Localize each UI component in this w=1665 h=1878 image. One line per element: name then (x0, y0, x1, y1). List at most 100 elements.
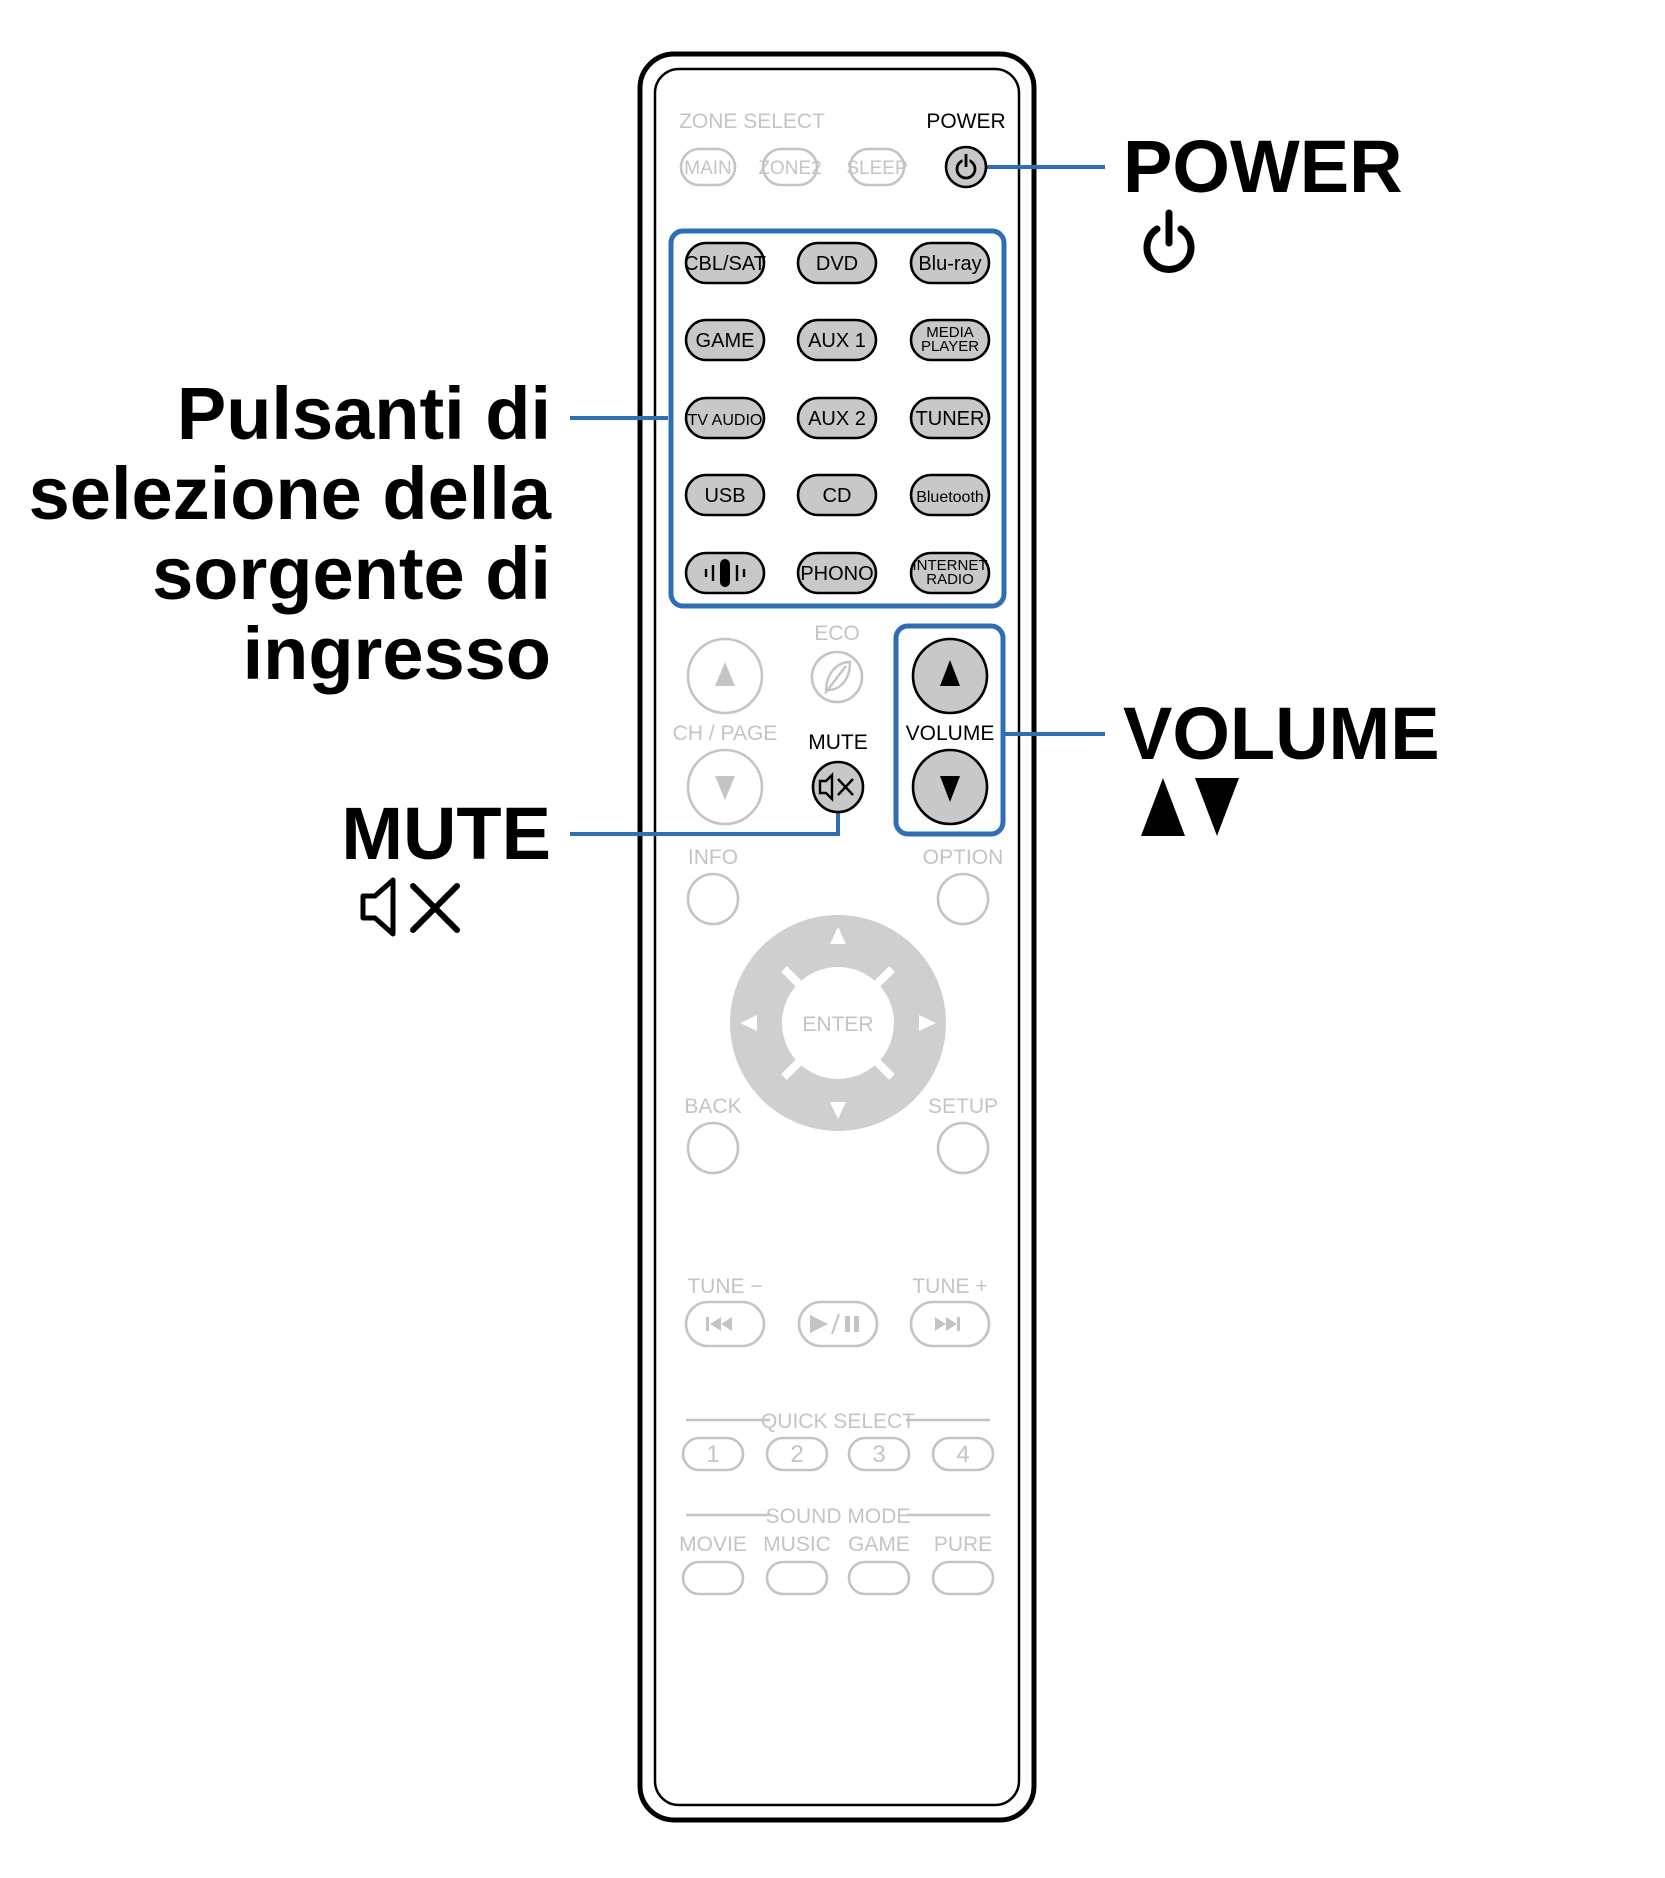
input-button-label: Blu-ray (918, 253, 981, 275)
input-tv-audio-button[interactable]: TV AUDIO (684, 396, 766, 440)
sound-mode-music-label: MUSIC (763, 1533, 831, 1556)
quick-select-number: 3 (872, 1441, 885, 1468)
mute-label: MUTE (808, 731, 868, 754)
up-triangle-icon (940, 660, 960, 686)
input-button-label: AUX 1 (808, 330, 866, 352)
eco-button[interactable] (810, 650, 864, 704)
left-arrow-icon (740, 1015, 757, 1031)
back-button[interactable] (686, 1121, 740, 1175)
quick-select-number: 4 (956, 1441, 969, 1468)
power-icon (1143, 209, 1195, 273)
quick-select-2-button[interactable]: 2 (765, 1436, 829, 1472)
input-button-label: INTERNET (913, 557, 988, 574)
option-button[interactable] (936, 872, 990, 926)
input-heos-button[interactable] (684, 551, 766, 595)
volume-highlight (893, 623, 1006, 837)
ch-page-up-button[interactable] (686, 637, 764, 715)
input-blu-ray-button[interactable]: Blu-ray (909, 241, 991, 285)
option-label: OPTION (923, 846, 1004, 869)
down-triangle-icon (715, 776, 735, 800)
sound-mode-game-label: GAME (848, 1533, 910, 1556)
input-aux-1-button[interactable]: AUX 1 (796, 318, 878, 362)
input-callout-line-2: selezione della (28, 452, 551, 535)
setup-label: SETUP (928, 1095, 998, 1118)
setup-button[interactable] (936, 1121, 990, 1175)
quick-select-label: QUICK SELECT (761, 1410, 915, 1433)
mute-callout: MUTE (341, 794, 551, 940)
input-dvd-button[interactable]: DVD (796, 241, 878, 285)
zone-zone2-button[interactable]: ZONE2 (758, 147, 822, 187)
input-button-label: PLAYER (921, 338, 979, 355)
info-label: INFO (688, 846, 738, 869)
input-button-label: USB (704, 485, 745, 507)
volume-down-button[interactable] (911, 748, 989, 826)
input-callout-line-1: Pulsanti di (176, 372, 551, 455)
tune-plus-label: TUNE + (912, 1275, 987, 1298)
volume-up-button[interactable] (911, 637, 989, 715)
sound-mode-label: SOUND MODE (766, 1505, 911, 1528)
previous-track-button[interactable] (684, 1300, 766, 1348)
speaker-muted-icon (360, 877, 461, 937)
zone-sleep-button[interactable]: SLEEP (846, 147, 908, 187)
input-usb-button[interactable]: USB (684, 473, 766, 517)
input-aux-2-button[interactable]: AUX 2 (796, 396, 878, 440)
sound-mode-movie-label: MOVIE (679, 1533, 747, 1556)
zone-button-label: SLEEP (846, 158, 907, 179)
previous-track-icon (706, 1317, 732, 1331)
input-bluetooth-button[interactable]: Bluetooth (909, 473, 991, 517)
quick-select-3-button[interactable]: 3 (847, 1436, 911, 1472)
volume-callout: VOLUME (1123, 694, 1440, 840)
input-game-button[interactable]: GAME (684, 318, 766, 362)
zone-button-label: MAIN (684, 158, 732, 179)
zone-button-label: ZONE2 (758, 158, 821, 179)
power-button[interactable] (944, 145, 988, 189)
sound-mode-pure-label: PURE (934, 1533, 992, 1556)
eco-label: ECO (814, 622, 860, 645)
input-cd-button[interactable]: CD (796, 473, 878, 517)
input-button-label: CBL/SAT (684, 253, 766, 275)
next-track-button[interactable] (909, 1300, 991, 1348)
input-select-callout: Pulsanti di selezione della sorgente di … (29, 374, 551, 694)
input-button-label: MEDIA (926, 324, 974, 341)
info-button[interactable] (686, 872, 740, 926)
play-pause-button[interactable] (797, 1300, 879, 1348)
navigation-pad[interactable] (730, 915, 946, 1131)
input-button-label: DVD (816, 253, 858, 275)
sound-mode-music-button[interactable] (765, 1560, 829, 1596)
sound-mode-game-button[interactable] (847, 1560, 911, 1596)
sound-mode-pure-button[interactable] (931, 1560, 995, 1596)
quick-select-4-button[interactable]: 4 (931, 1436, 995, 1472)
up-arrow-icon (830, 927, 846, 944)
ch-page-label: CH / PAGE (673, 722, 778, 745)
mute-leader-line (570, 808, 840, 836)
input-button-label: AUX 2 (808, 408, 866, 430)
up-down-triangles-icon (1141, 778, 1239, 836)
input-phono-button[interactable]: PHONO (796, 551, 878, 595)
input-callout-line-3: sorgente di (152, 532, 551, 615)
back-label: BACK (684, 1095, 741, 1118)
input-cbl-sat-button[interactable]: CBL/SAT (684, 241, 766, 285)
quick-select-number: 2 (790, 1441, 803, 1468)
tune-minus-label: TUNE − (687, 1275, 762, 1298)
heos-icon (704, 559, 746, 587)
zone-main-button[interactable]: MAIN (679, 147, 737, 187)
mute-button[interactable] (811, 760, 865, 814)
input-button-label: TV AUDIO (688, 412, 763, 429)
sound-mode-movie-button[interactable] (681, 1560, 745, 1596)
input-callout-line-4: ingresso (242, 612, 551, 695)
ch-page-down-button[interactable] (686, 748, 764, 826)
input-button-label: PHONO (800, 563, 873, 585)
input-button-label: GAME (696, 330, 755, 352)
quick-select-1-button[interactable]: 1 (681, 1436, 745, 1472)
up-triangle-icon (715, 662, 735, 686)
input-tuner-button[interactable]: TUNER (909, 396, 991, 440)
zone-select-label: ZONE SELECT (679, 110, 825, 133)
quick-select-number: 1 (706, 1441, 719, 1468)
enter-label: ENTER (802, 1013, 873, 1036)
power-callout-text: POWER (1123, 125, 1403, 208)
right-arrow-icon (919, 1015, 936, 1031)
